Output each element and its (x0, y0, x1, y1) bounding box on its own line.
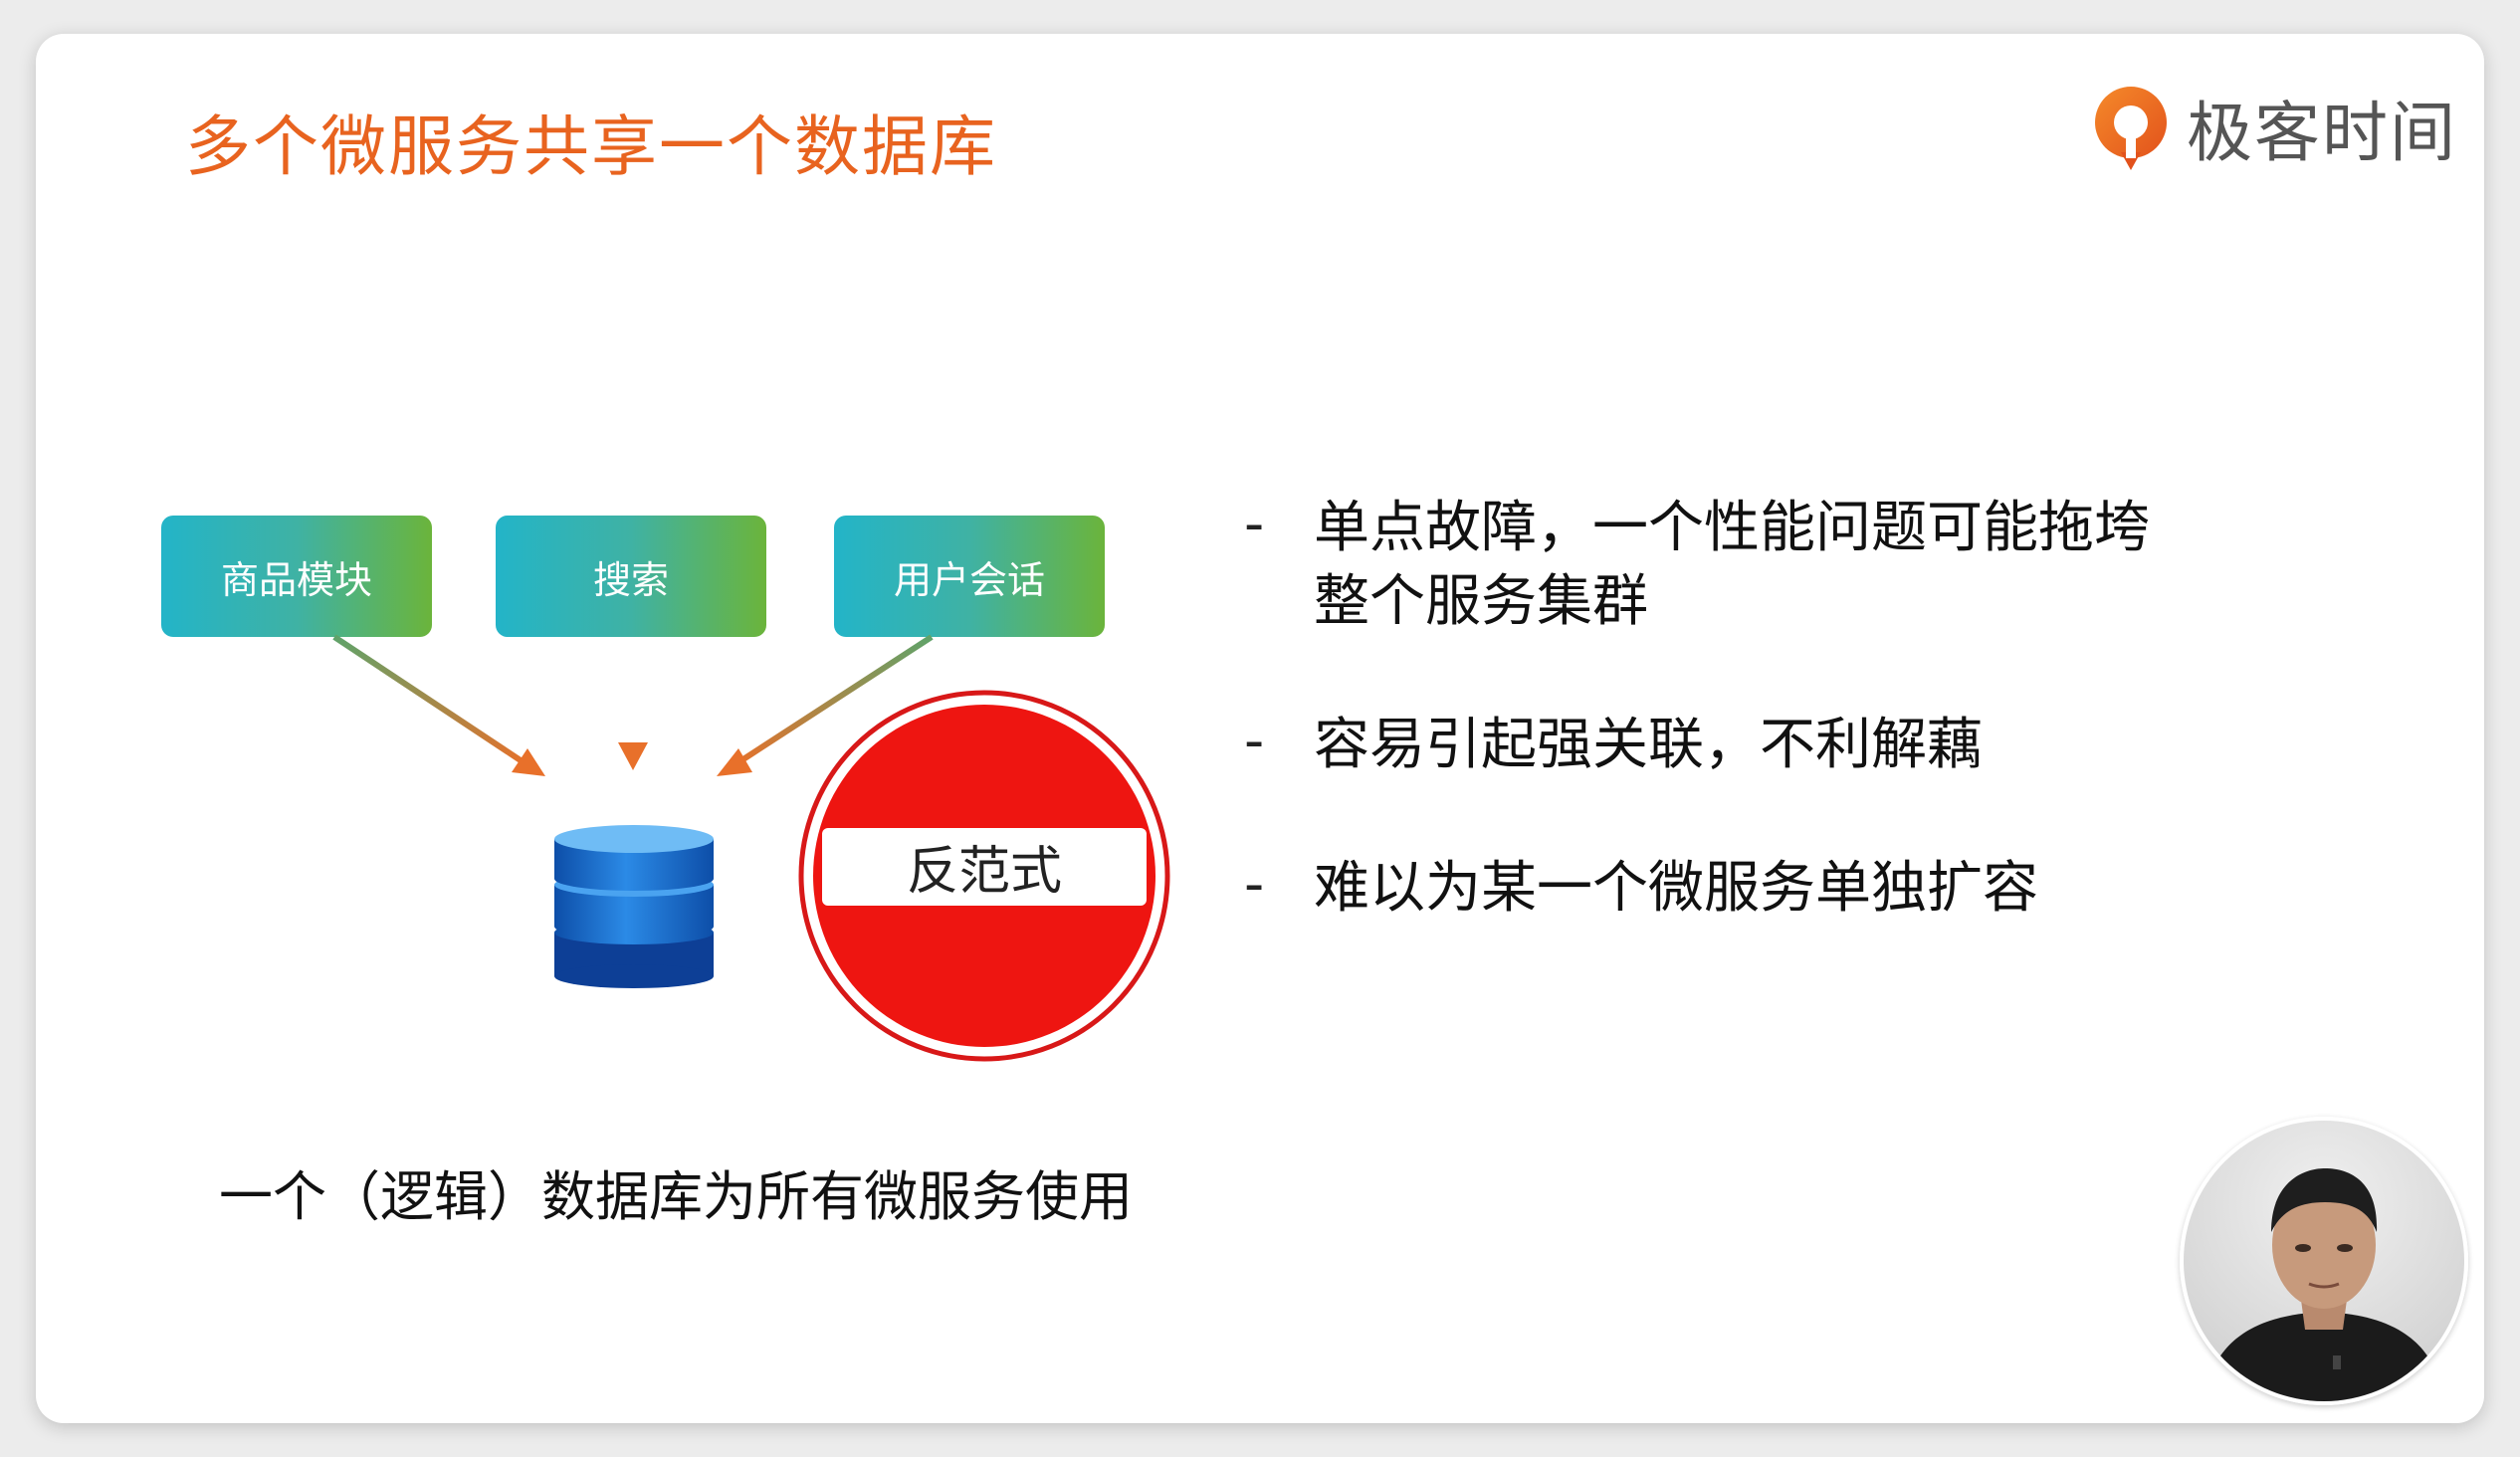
bullet-text-line: 难以为某一个微服务单独扩容 (1314, 856, 2038, 921)
bullet-dash: - (1244, 852, 1265, 917)
presenter-figure (2204, 1168, 2444, 1401)
database-icon (554, 825, 714, 988)
arrow-center (618, 637, 648, 770)
bullet-item: - 单点故障，一个性能问题可能拖垮 整个服务集群 (1244, 492, 2150, 639)
bullet-item: - 容易引起强关联，不利解藕 (1244, 709, 1983, 782)
geek-time-logo-icon (2095, 87, 2167, 170)
bullet-dash: - (1244, 492, 1265, 556)
arrow-left (332, 634, 545, 776)
module-box-search: 搜索 (496, 516, 766, 637)
bullet-text-line: 整个服务集群 (1314, 569, 1648, 634)
module-box-product: 商品模块 (161, 516, 432, 637)
bullet-dash: - (1244, 709, 1265, 773)
bullet-text-line: 单点故障，一个性能问题可能拖垮 (1314, 496, 2150, 560)
bullet-item: - 难以为某一个微服务单独扩容 (1244, 852, 2038, 926)
sign-label: 反范式 (906, 841, 1062, 902)
presenter-avatar (2180, 1117, 2468, 1405)
slide: 多个微服务共享一个数据库 极客时间 商品模块 搜索 用户会话 (36, 34, 2484, 1423)
logo-text: 极客时间 (2187, 95, 2457, 171)
bullet-text-line: 容易引起强关联，不利解藕 (1314, 713, 1983, 777)
arrow-right (717, 634, 934, 776)
slide-title: 多个微服务共享一个数据库 (185, 108, 997, 185)
logo: 极客时间 (2091, 80, 2457, 175)
module-box-user-session: 用户会话 (834, 516, 1105, 637)
no-entry-sign-icon (798, 690, 1170, 1062)
arrows (332, 634, 934, 776)
diagram-caption: 一个（逻辑）数据库为所有微服务使用 (219, 1165, 1133, 1228)
